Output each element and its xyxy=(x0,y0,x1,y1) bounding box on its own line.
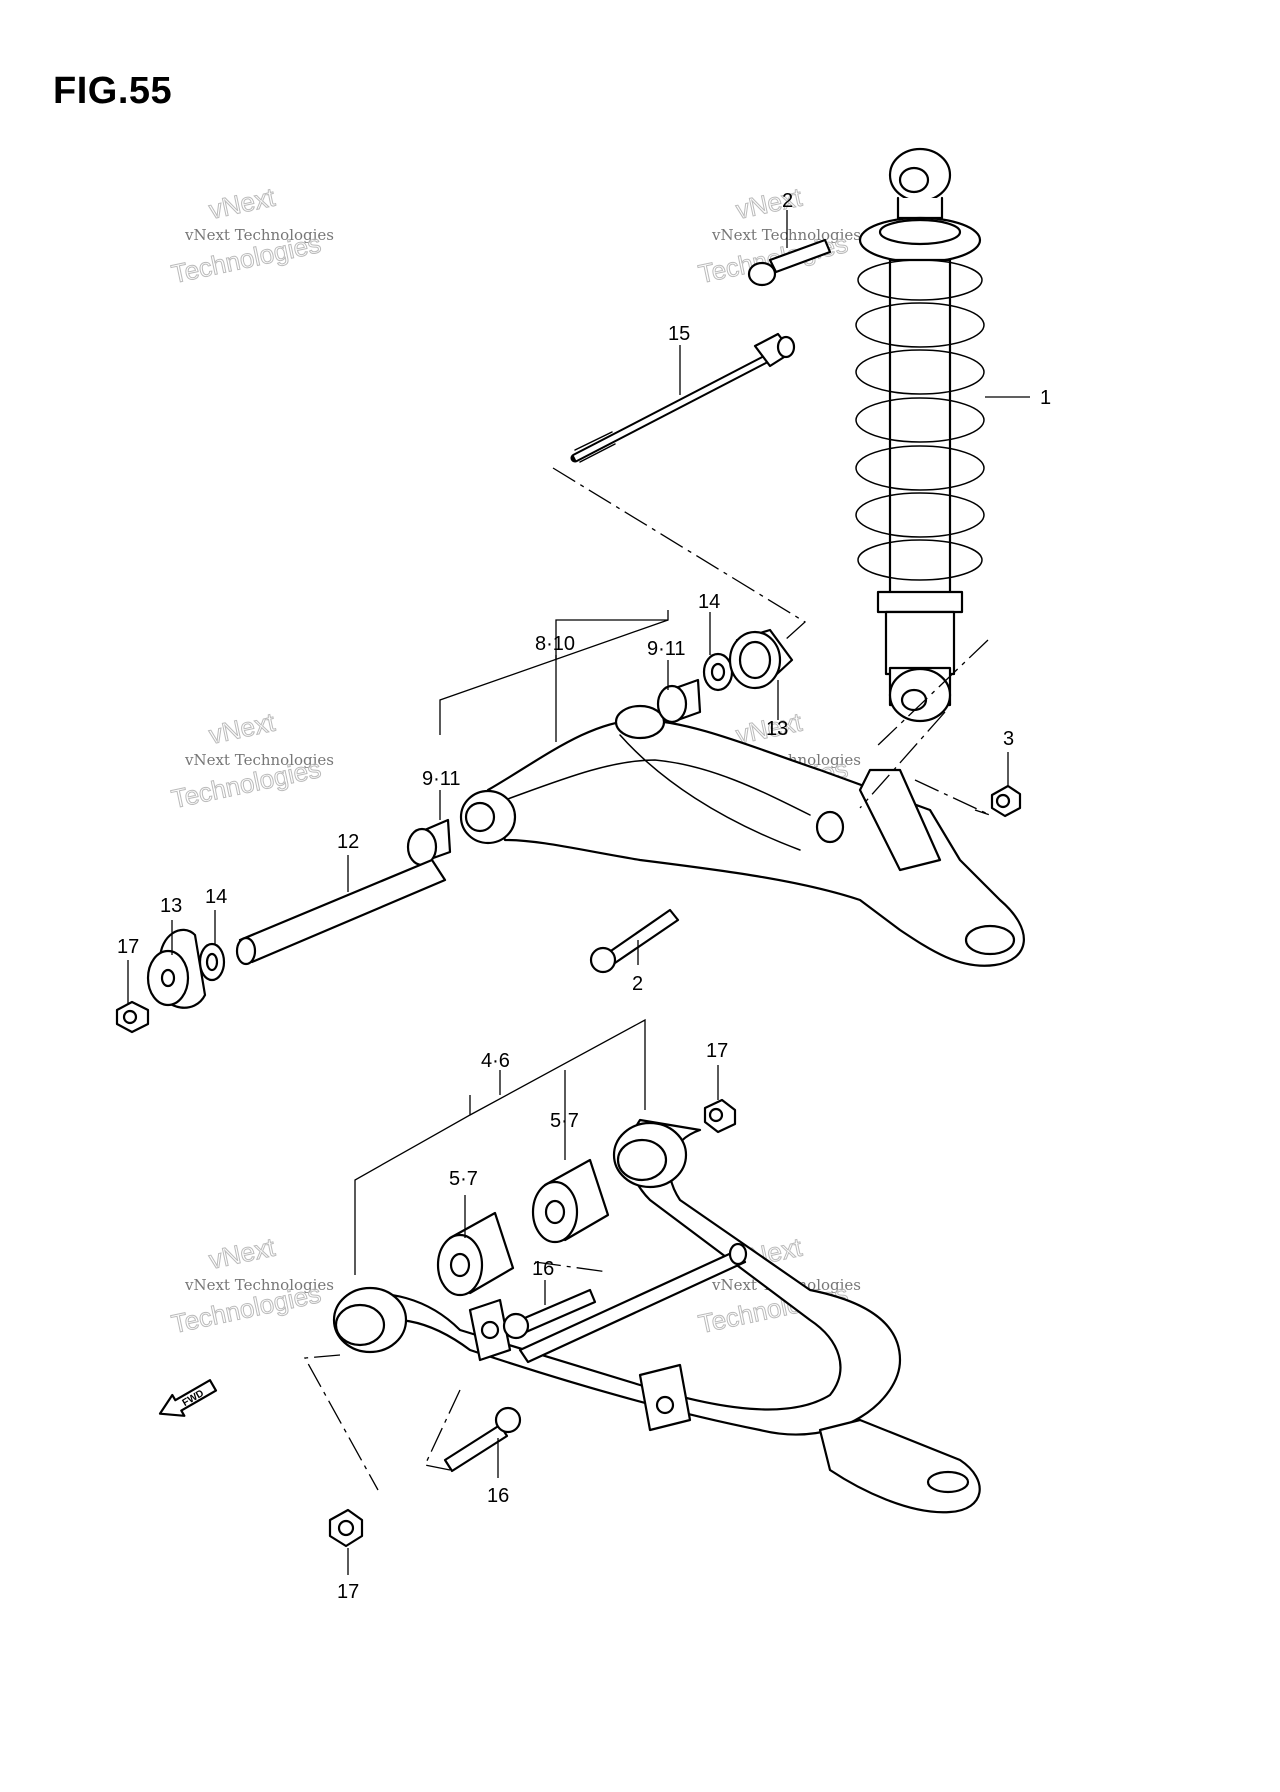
long-bolt xyxy=(570,332,796,463)
fwd-arrow-icon: FWD xyxy=(158,1379,218,1417)
lower-bushings xyxy=(328,1158,610,1548)
watermark-text-small: vNext xyxy=(733,182,805,225)
callout-14-upper: 14 xyxy=(698,591,720,613)
upper-shock-bolt xyxy=(747,238,832,287)
callout-13-upper: 13 xyxy=(766,718,788,740)
callout-2-lower: 2 xyxy=(632,973,643,995)
callout-17-bottom: 17 xyxy=(337,1581,359,1603)
watermark-text-small: vNext xyxy=(206,1232,278,1275)
watermark: vNext Technologies Technologies vNext xyxy=(168,181,334,290)
callout-17-right: 17 xyxy=(706,1040,728,1062)
callout-17-left: 17 xyxy=(117,936,139,958)
watermark-text: vNext Technologies xyxy=(184,226,334,244)
callout-5-7-left: 5·7 xyxy=(449,1168,478,1190)
callout-14-lower: 14 xyxy=(205,886,227,908)
leader-lines xyxy=(127,210,1030,1575)
callout-labels: 1 2 2 3 4·6 5·7 5·7 8·10 9·11 9·11 12 13… xyxy=(117,190,1051,1603)
watermark: vNext Technologies Technologies vNext xyxy=(168,706,334,815)
upper-bushings xyxy=(115,628,1022,1134)
callout-4-6: 4·6 xyxy=(481,1050,510,1072)
watermark-text-small: vNext xyxy=(206,707,278,750)
watermark-text-small: vNext xyxy=(206,182,278,225)
watermark-text: vNext Technologies xyxy=(184,1276,334,1294)
callout-9-11-upper: 9·11 xyxy=(647,638,686,660)
shock-absorber xyxy=(855,147,985,723)
watermark: vNext Technologies Technologies vNext xyxy=(168,1231,334,1340)
callout-12: 12 xyxy=(337,831,359,853)
callout-16-top: 16 xyxy=(532,1258,554,1280)
callout-13-lower: 13 xyxy=(160,895,182,917)
callout-1: 1 xyxy=(1040,387,1051,409)
callout-5-7-right: 5·7 xyxy=(550,1110,579,1132)
callout-3: 3 xyxy=(1003,728,1014,750)
upper-a-arm xyxy=(459,704,1025,967)
callout-2-top: 2 xyxy=(782,190,793,212)
fwd-label: FWD xyxy=(181,1388,206,1409)
watermark-text: vNext Technologies xyxy=(184,751,334,769)
callout-9-11-lower: 9·11 xyxy=(422,768,461,790)
assembly-centerlines xyxy=(303,467,991,1491)
watermark: vNext Technologies Technologies vNext xyxy=(695,181,861,290)
callout-16-bottom: 16 xyxy=(487,1485,509,1507)
lower-a-arm xyxy=(332,1118,981,1514)
callout-8-10: 8·10 xyxy=(535,633,575,655)
figure-title: FIG.55 xyxy=(53,70,173,112)
callout-15: 15 xyxy=(668,323,690,345)
